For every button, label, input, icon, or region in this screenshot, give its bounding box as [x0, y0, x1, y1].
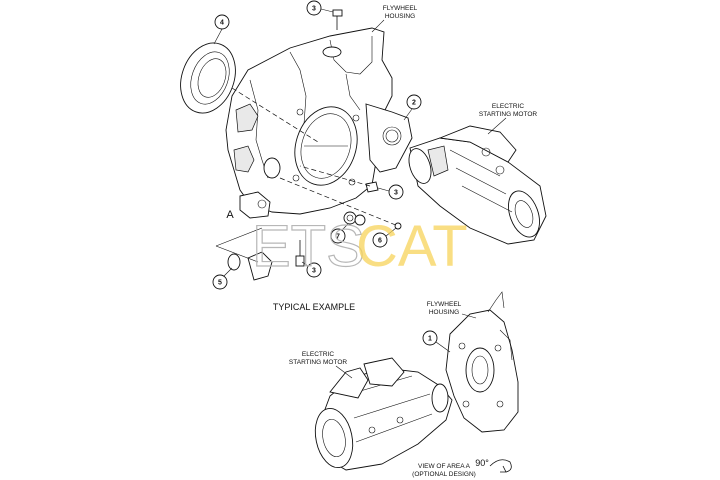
label-rotation: 90°: [475, 458, 489, 468]
callout-7: 7: [330, 223, 349, 244]
callout-2: 2: [403, 94, 422, 121]
svg-text:3: 3: [312, 6, 316, 13]
callout-6: 6: [372, 227, 397, 248]
label-electric-starting-motor-bottom: ELECTRIC STARTING MOTOR: [289, 351, 353, 379]
rotation-arrow-icon: [489, 459, 512, 473]
callout-1: 1: [422, 330, 451, 353]
callout-3-top: 3: [306, 0, 334, 16]
label-view-of-area-a: VIEW OF AREA A (OPTIONAL DESIGN): [412, 463, 476, 478]
svg-text:VIEW OF AREA A: VIEW OF AREA A: [418, 463, 471, 470]
svg-text:ELECTRIC: ELECTRIC: [302, 351, 334, 358]
svg-text:STARTING MOTOR: STARTING MOTOR: [479, 111, 537, 118]
label-flywheel-housing-top: FLYWHEEL HOUSING: [371, 5, 418, 33]
svg-text:3: 3: [394, 190, 398, 197]
svg-text:7: 7: [336, 234, 340, 241]
callout-4: 4: [213, 14, 230, 45]
watermark-left: ETS: [252, 214, 365, 279]
svg-text:4: 4: [220, 20, 224, 27]
label-area-a: A: [226, 209, 234, 221]
flywheel-housing-bottom-drawing: [445, 291, 519, 433]
label-electric-starting-motor-top: ELECTRIC STARTING MOTOR: [479, 103, 537, 135]
svg-text:6: 6: [378, 238, 382, 245]
label-typical-example: TYPICAL EXAMPLE: [273, 302, 355, 312]
svg-text:5: 5: [218, 280, 222, 287]
svg-text:ELECTRIC: ELECTRIC: [492, 103, 524, 110]
label-flywheel-housing-bottom: FLYWHEEL HOUSING: [427, 301, 477, 319]
starting-motor-top-drawing: [408, 125, 547, 245]
svg-text:HOUSING: HOUSING: [385, 13, 415, 20]
watermark: ETS CAT: [251, 213, 468, 279]
svg-text:FLYWHEEL: FLYWHEEL: [427, 301, 462, 308]
svg-text:(OPTIONAL DESIGN): (OPTIONAL DESIGN): [412, 471, 476, 478]
svg-text:FLYWHEEL: FLYWHEEL: [383, 5, 418, 12]
watermark-right: CAT: [356, 214, 468, 279]
svg-text:STARTING MOTOR: STARTING MOTOR: [289, 359, 347, 366]
svg-text:HOUSING: HOUSING: [429, 309, 459, 316]
svg-text:2: 2: [412, 100, 416, 107]
callout-3-bottom: 3: [301, 261, 322, 278]
callout-5: 5: [212, 267, 233, 290]
callout-3-middle: 3: [377, 184, 404, 200]
starting-motor-bottom-drawing: [314, 357, 453, 471]
crankshaft-seal-drawing: [180, 42, 319, 143]
fastener-parts: [215, 9, 402, 281]
flywheel-housing-drawing: [225, 27, 413, 219]
svg-text:1: 1: [428, 336, 432, 343]
svg-text:3: 3: [312, 268, 316, 275]
